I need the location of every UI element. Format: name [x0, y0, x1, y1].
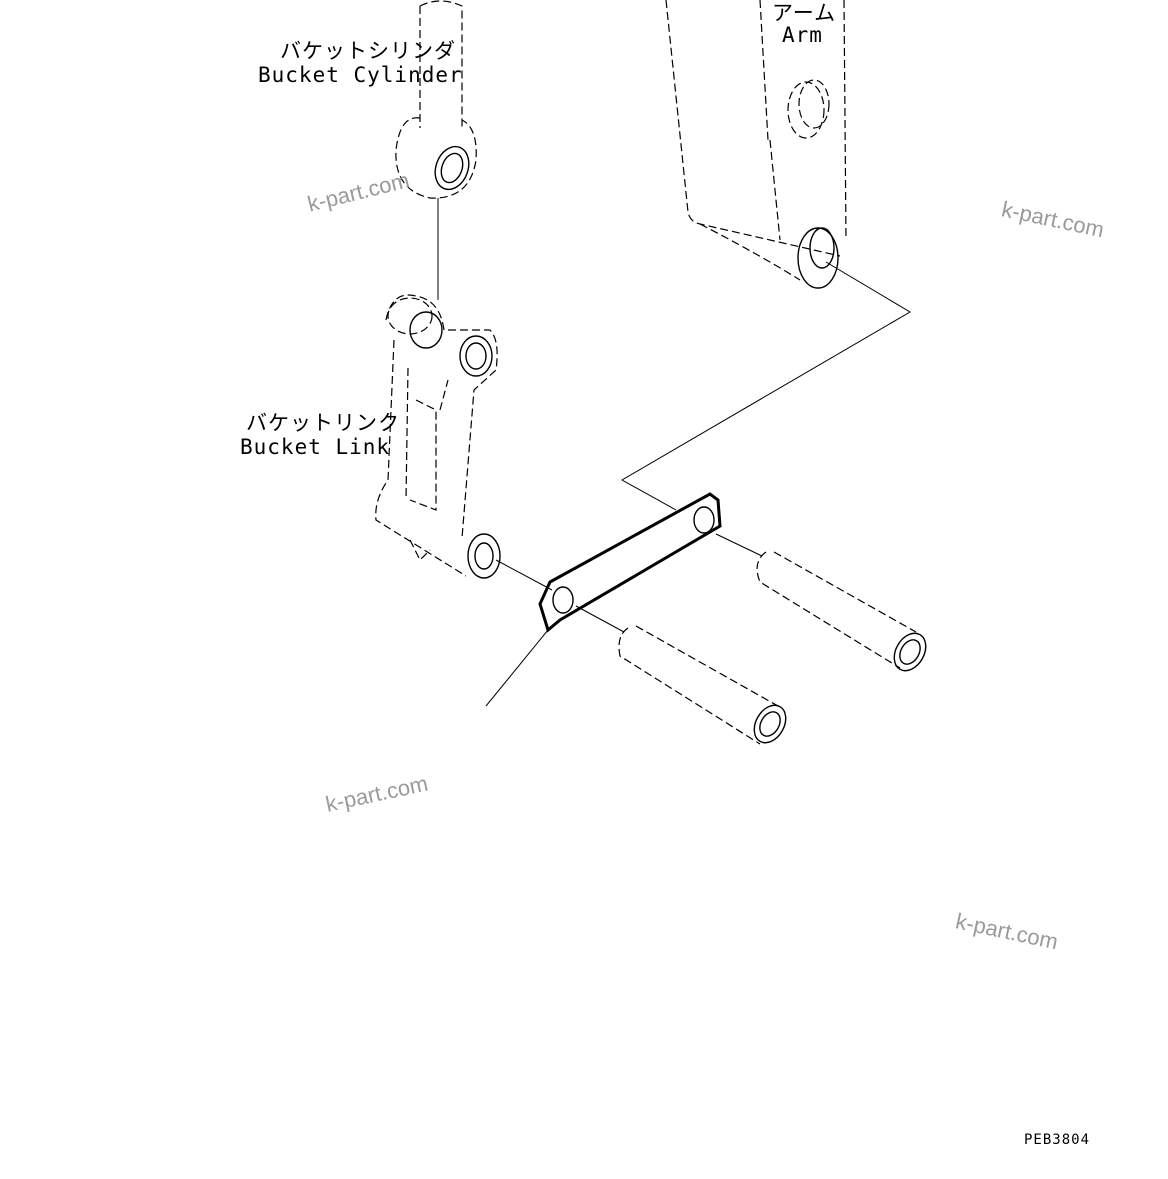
bucket-cylinder-icon [395, 0, 477, 199]
bucket-link-label-jp: バケットリンク [246, 411, 400, 435]
bucket-cylinder-label-en: Bucket Cylinder [258, 63, 463, 87]
arm-label-en: Arm [782, 23, 823, 47]
arm-label-jp: アーム [772, 1, 837, 25]
drawing-code: PEB3804 [1024, 1132, 1091, 1148]
bucket-cylinder-label-jp: バケットシリンダ [280, 39, 456, 63]
bucket-link-label-en: Bucket Link [240, 435, 391, 459]
bucket-link-icon [375, 294, 501, 579]
shim-plate-icon [538, 492, 722, 633]
leader-lines [437, 198, 911, 707]
pin-icon [618, 551, 927, 745]
arm-icon [665, 0, 847, 289]
